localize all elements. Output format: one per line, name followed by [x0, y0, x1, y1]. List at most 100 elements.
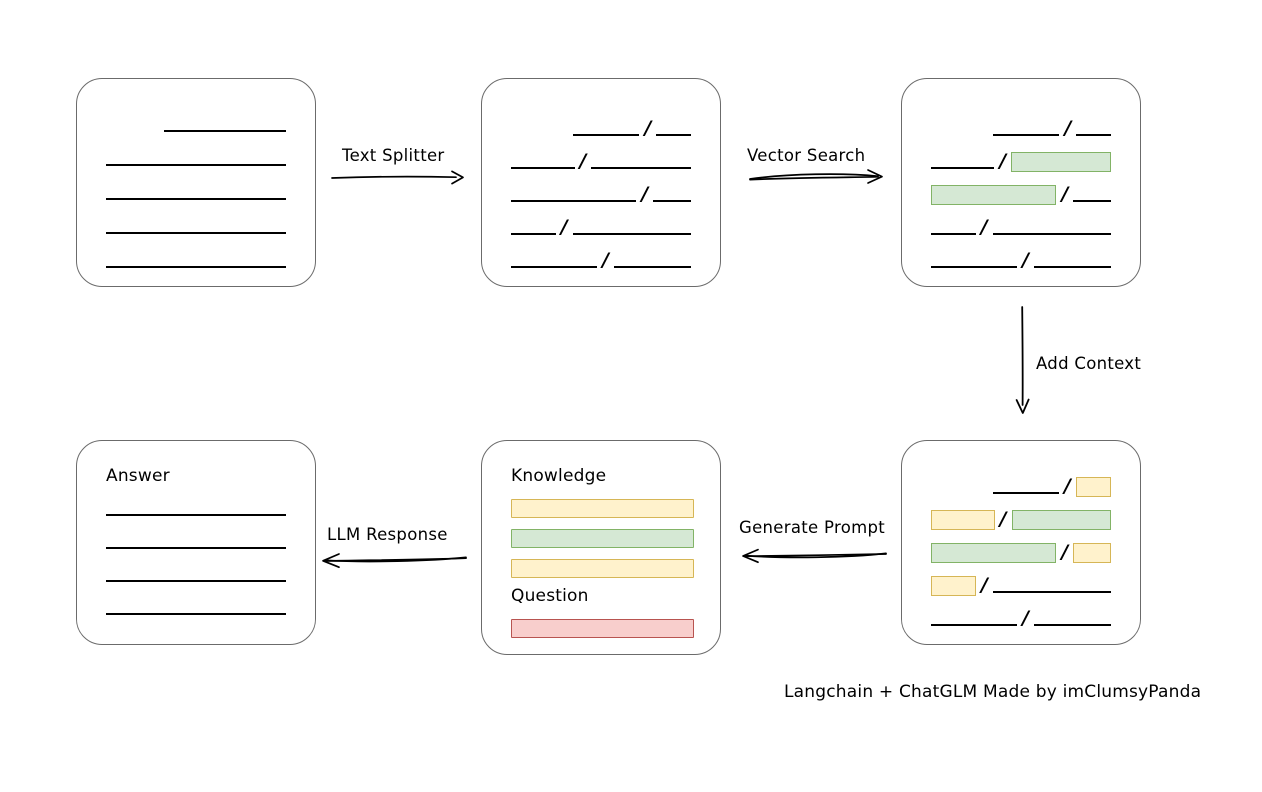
text-row: / [931, 149, 1111, 172]
text-row: / [931, 248, 1111, 271]
context-chunk-highlight [931, 576, 976, 596]
text-line [106, 613, 286, 615]
text-row [106, 149, 286, 169]
chunk-separator: / [1061, 540, 1069, 563]
arrow-generate-prompt [742, 548, 887, 564]
answer-rows [77, 499, 315, 644]
text-line [106, 232, 286, 234]
chunk-separator: / [641, 182, 649, 205]
chunk-separator: / [999, 149, 1007, 172]
text-row: / [931, 215, 1111, 238]
text-line [931, 266, 1018, 268]
credit-text: Langchain + ChatGLM Made by imClumsyPand… [784, 682, 1202, 702]
text-row: / [511, 149, 691, 172]
edge-label-text-splitter: Text Splitter [342, 146, 445, 165]
text-line [931, 624, 1018, 626]
arrow-add-context [1015, 306, 1030, 414]
context-chunks-rows: / / / / / [902, 441, 1140, 644]
arrow-vector-search [749, 169, 883, 184]
text-line [106, 514, 286, 516]
text-line [573, 134, 640, 136]
chunk-separator: / [980, 573, 988, 596]
matched-chunk-highlight [1011, 510, 1111, 530]
text-line [653, 200, 691, 202]
text-line [106, 164, 286, 166]
text-line [106, 580, 286, 582]
matched-chunk-highlight [931, 543, 1057, 563]
chunk-separator: / [579, 149, 587, 172]
text-line [1034, 624, 1111, 626]
text-row: / [511, 116, 691, 139]
edge-label-generate-prompt: Generate Prompt [739, 518, 885, 537]
text-line [993, 134, 1060, 136]
text-line [572, 233, 691, 235]
text-row [106, 565, 286, 585]
knowledge-bar-3 [511, 559, 694, 578]
text-row [106, 251, 286, 271]
text-row: / [511, 248, 691, 271]
knowledge-bar-1 [511, 499, 694, 518]
text-row [106, 183, 286, 203]
text-line [164, 130, 286, 132]
text-line [106, 266, 286, 268]
card-prompt: Knowledge Question [481, 440, 721, 655]
split-chunks-rows: / / / / / [482, 79, 720, 286]
matched-chunks-rows: / / / / / [902, 79, 1140, 286]
text-line [992, 233, 1111, 235]
text-line [1073, 200, 1111, 202]
card-context-chunks: / / / / / [901, 440, 1141, 645]
chunk-separator: / [980, 215, 988, 238]
answer-label: Answer [106, 466, 170, 486]
text-line [511, 233, 556, 235]
question-bar-1 [511, 619, 694, 638]
edge-label-llm-response: LLM Response [327, 525, 448, 544]
matched-chunk-highlight [1011, 152, 1111, 172]
text-line [931, 233, 976, 235]
chunk-separator: / [1061, 182, 1069, 205]
text-line [993, 492, 1060, 494]
text-row [106, 598, 286, 618]
knowledge-label: Knowledge [511, 466, 607, 486]
question-label: Question [511, 586, 589, 606]
text-row: / [931, 573, 1111, 596]
chunk-separator: / [560, 215, 568, 238]
text-line [1076, 134, 1111, 136]
chunk-separator: / [1064, 474, 1071, 497]
text-row [106, 115, 286, 135]
text-line [511, 200, 637, 202]
knowledge-bar-2 [511, 529, 694, 548]
source-document-rows [77, 79, 315, 286]
text-row: / [931, 118, 1111, 139]
edge-label-add-context: Add Context [1036, 354, 1142, 373]
text-row: / [931, 509, 1111, 530]
arrow-text-splitter [331, 170, 464, 185]
chunk-separator: / [602, 248, 610, 271]
text-line [106, 547, 286, 549]
context-chunk-highlight [1075, 477, 1111, 497]
text-line [992, 591, 1111, 593]
text-row [106, 532, 286, 552]
text-line [1034, 266, 1111, 268]
card-split-chunks: / / / / / [481, 78, 721, 287]
text-line [106, 198, 286, 200]
text-row: / [511, 215, 691, 238]
text-line [591, 167, 691, 169]
card-matched-chunks: / / / / / [901, 78, 1141, 287]
text-row [106, 499, 286, 519]
text-row: / [931, 606, 1111, 629]
text-row [106, 217, 286, 237]
text-line [511, 167, 575, 169]
chunk-separator: / [1022, 606, 1030, 629]
matched-chunk-highlight [931, 185, 1057, 205]
text-line [511, 266, 598, 268]
card-source-document [76, 78, 316, 287]
edge-label-vector-search: Vector Search [747, 146, 866, 165]
text-row: / [931, 540, 1111, 563]
text-line [656, 134, 691, 136]
chunk-separator: / [644, 116, 652, 139]
chunk-separator: / [1022, 248, 1030, 271]
text-row: / [931, 474, 1111, 497]
text-row: / [511, 182, 691, 205]
arrow-llm-response [322, 553, 467, 569]
text-row: / [931, 182, 1111, 205]
